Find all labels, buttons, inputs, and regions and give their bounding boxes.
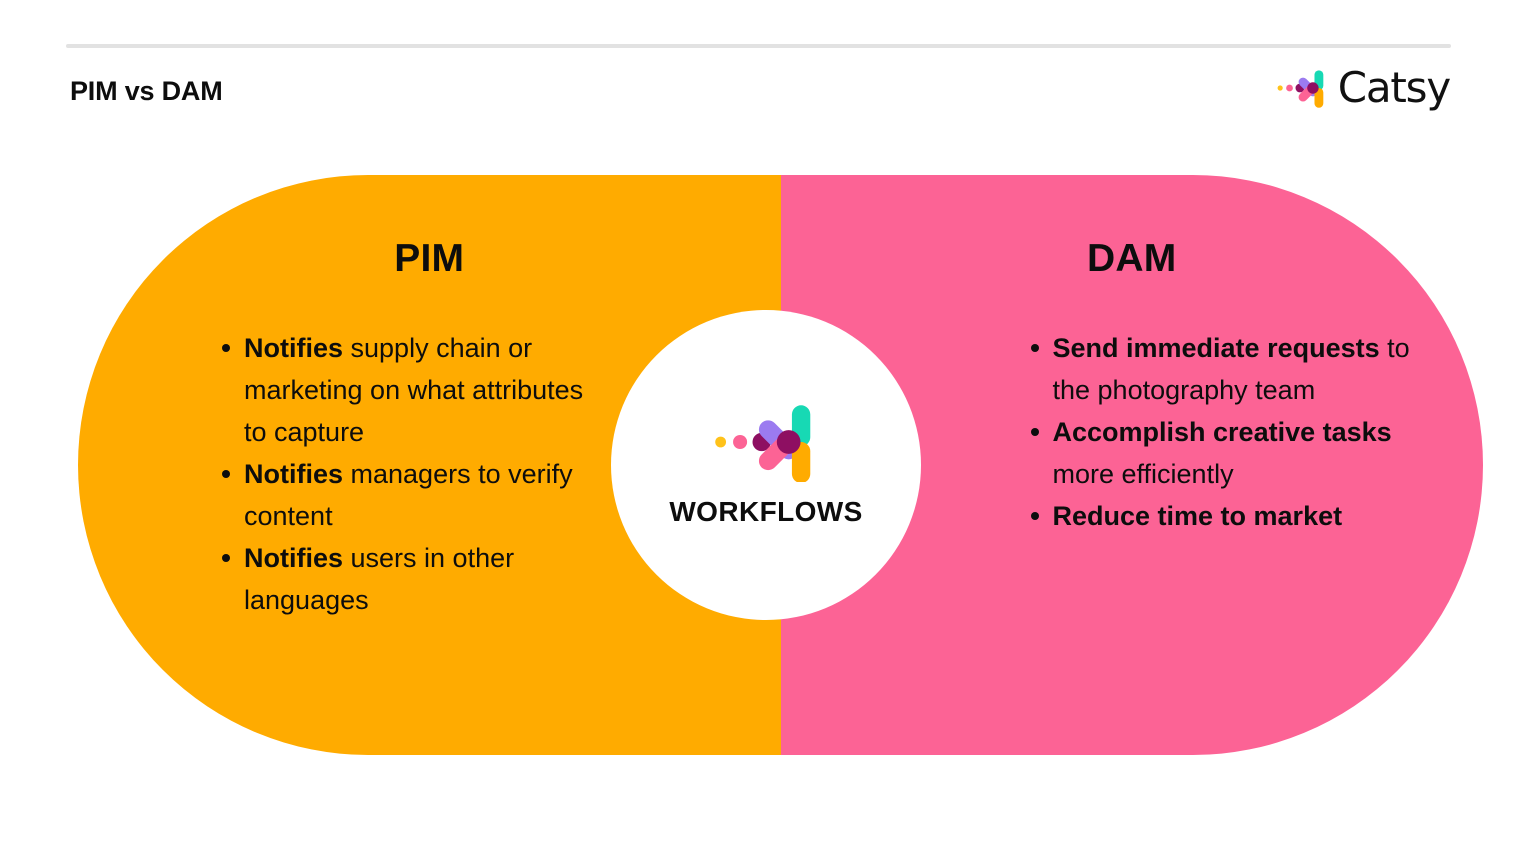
list-item: Notifies managers to verify content [222,453,612,537]
brand-logo: Catsy [1276,62,1451,114]
list-item: Reduce time to market [1030,495,1431,537]
bullet-text: to the photography team [1052,333,1410,405]
workflows-label: WORKFLOWS [669,496,863,527]
list-item: Send immediate requests to the photograp… [1030,327,1431,411]
catsy-logo-mark-icon [715,405,811,482]
bullet-strong: Notifies [244,459,344,489]
page-title: PIM vs DAM [70,76,223,106]
brand-name: Catsy [1337,63,1451,112]
bullet-text: supply chain or marketing on what attrib… [244,333,584,447]
list-item: Accomplish creative tasks more efficient… [1030,411,1431,495]
bullet-text: managers to verify content [244,459,573,531]
header-divider [66,44,1451,48]
bullet-strong: Accomplish creative tasks [1052,417,1392,447]
workflows-center-node: WORKFLOWS [611,310,921,620]
bullet-strong: Reduce time to market [1052,501,1343,531]
pim-bullet-list: Notifies supply chain or marketing on wh… [222,327,612,621]
list-item: Notifies users in other languages [222,537,612,621]
dam-bullet-list: Send immediate requests to the photograp… [1030,327,1431,537]
bullet-text: more efficiently [1052,459,1234,489]
catsy-logo-mark-icon [1277,70,1324,108]
bullet-text: users in other languages [244,543,515,615]
bullet-strong: Notifies [244,543,344,573]
bullet-strong: Notifies [244,333,344,363]
bullet-strong: Send immediate requests [1052,333,1380,363]
dam-panel-title: DAM [1087,237,1177,280]
pim-panel-title: PIM [394,237,465,280]
list-item: Notifies supply chain or marketing on wh… [222,327,612,453]
